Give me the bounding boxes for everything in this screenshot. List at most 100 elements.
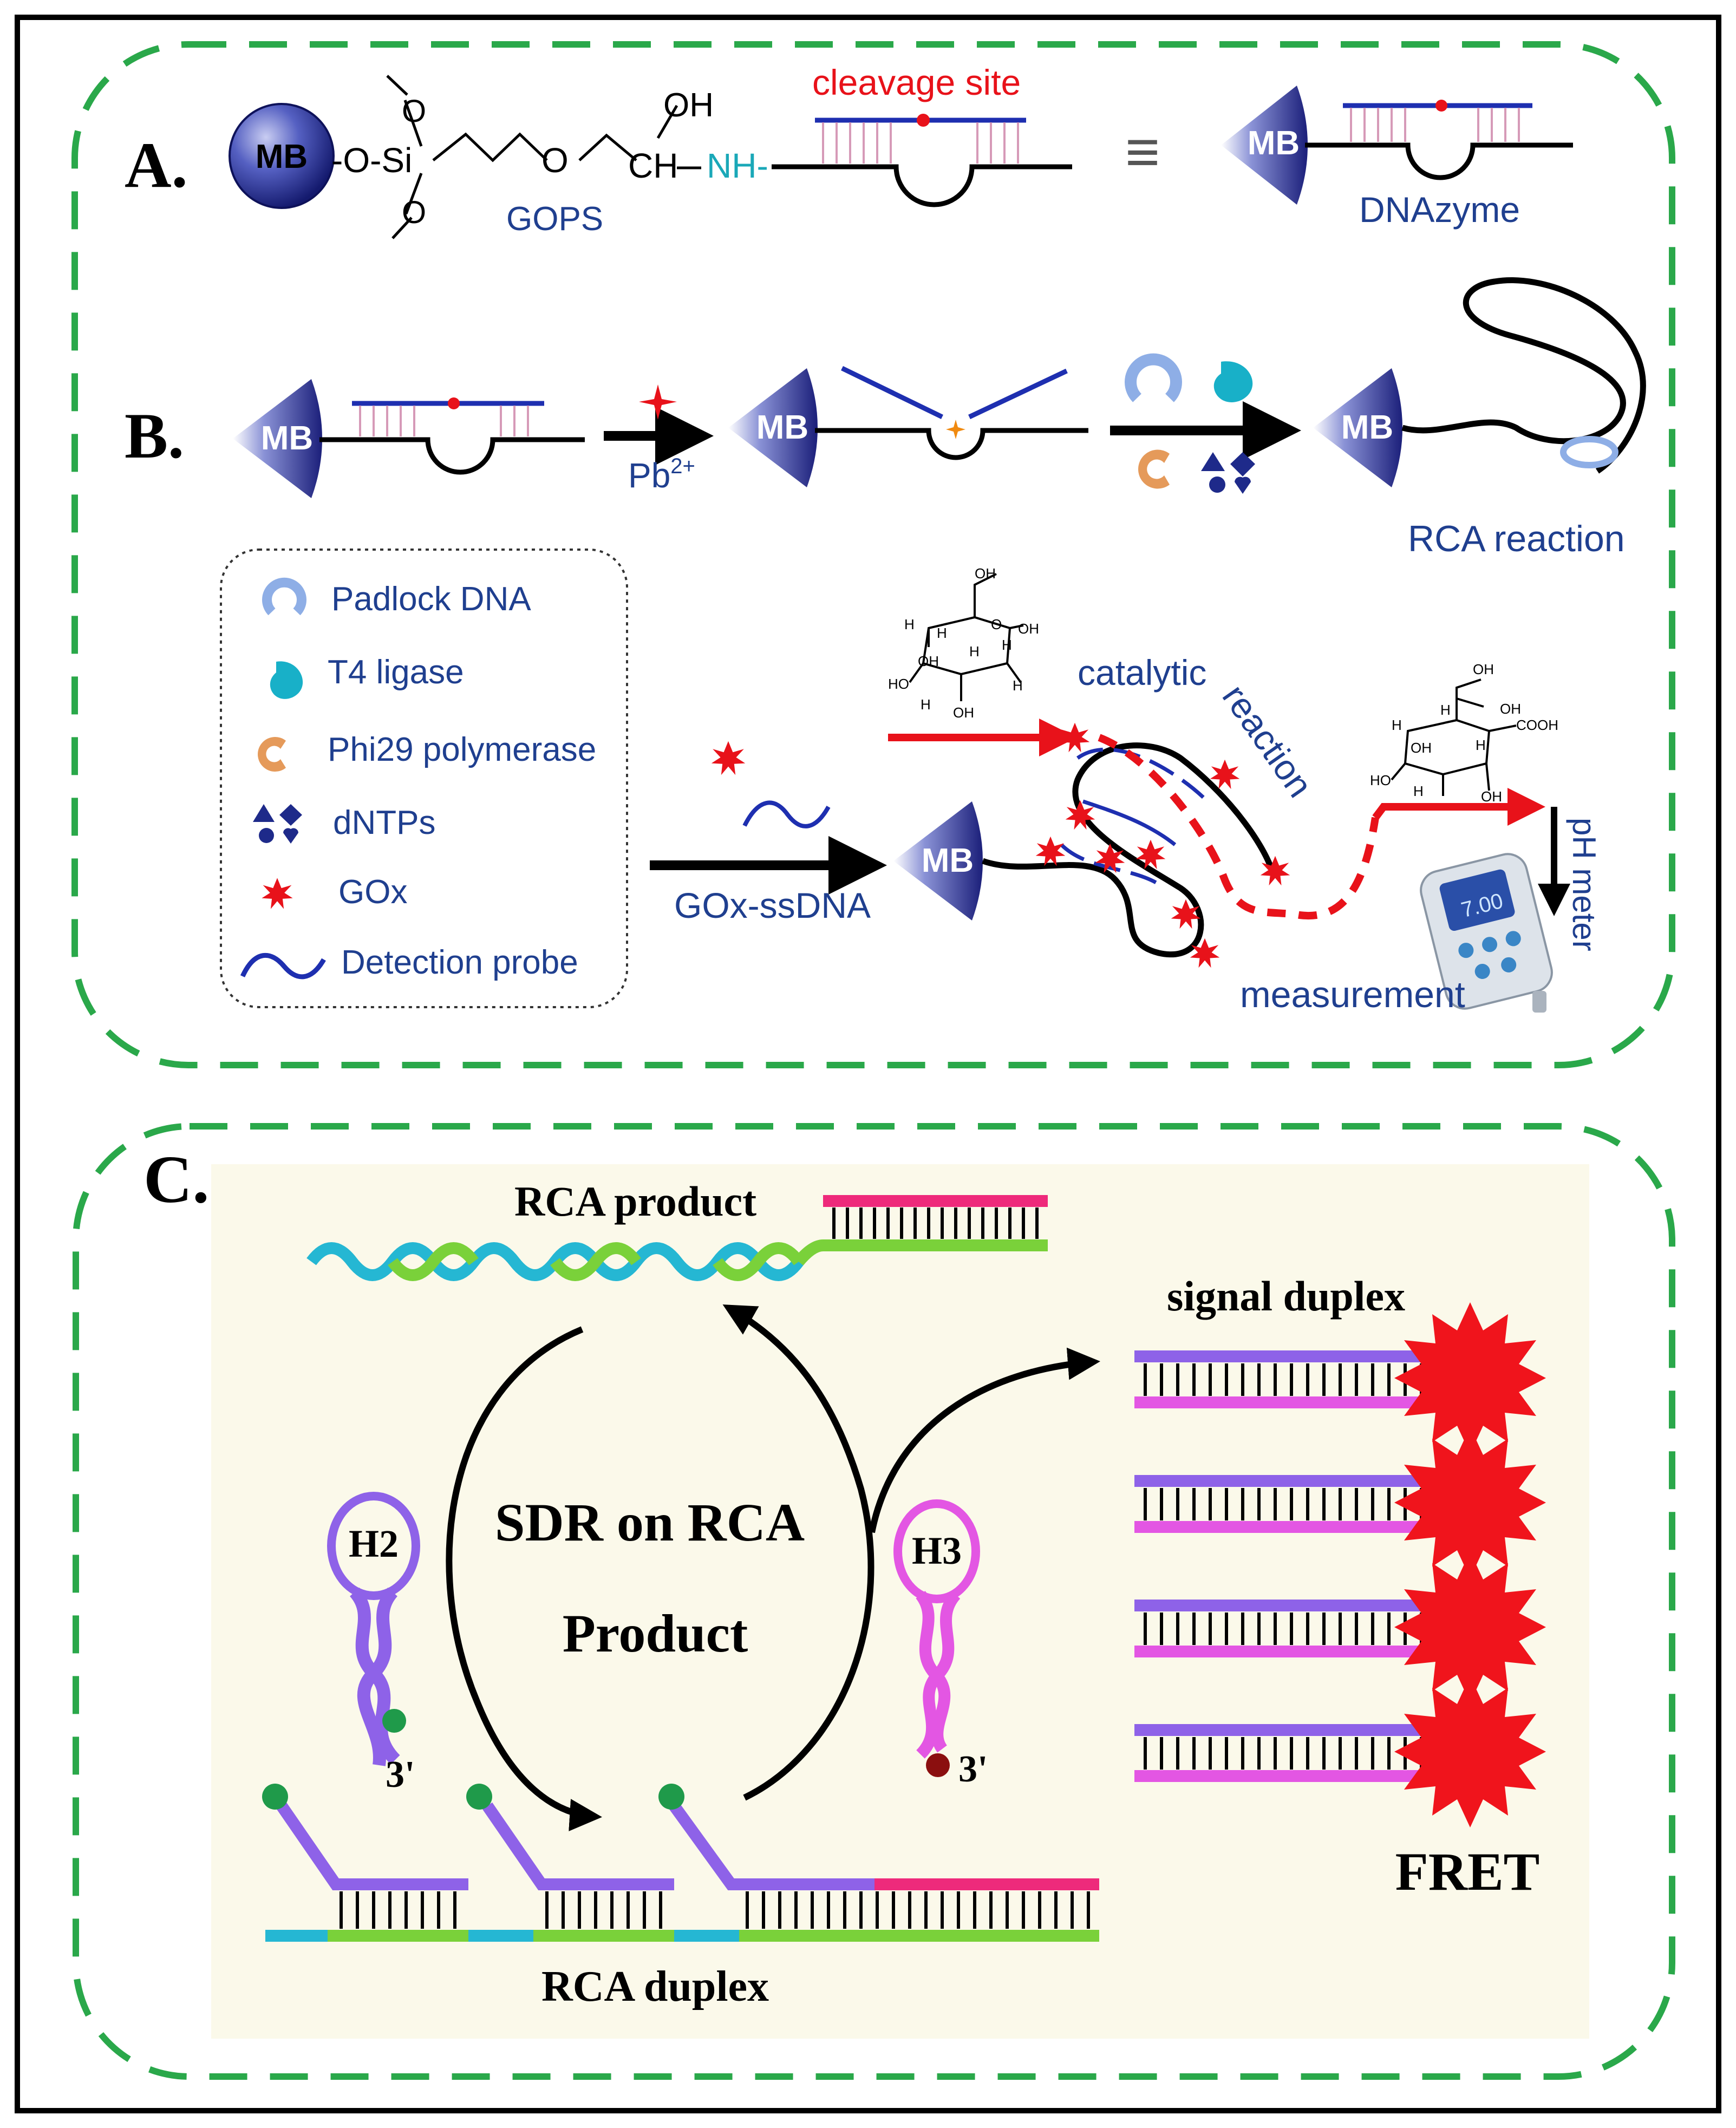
legend-t4-ligase-label: T4 ligase — [328, 654, 464, 691]
legend-t4-ligase-icon — [270, 661, 303, 699]
cleavage-site-label: cleavage site — [812, 62, 1021, 102]
rca-product-strand — [306, 1195, 1048, 1281]
svg-text:HO: HO — [1370, 772, 1391, 788]
svg-text:H: H — [1476, 737, 1486, 753]
mb-wedge-b3: MB — [1313, 368, 1402, 487]
rca-product-coil — [1401, 277, 1646, 474]
svg-text:MB: MB — [1341, 409, 1393, 446]
ssdna-probe — [742, 800, 831, 828]
svg-text:MB: MB — [256, 138, 308, 175]
h3-label: H3 — [912, 1529, 962, 1572]
legend-padlock-icon — [262, 577, 306, 616]
dnazyme-strand-b1 — [319, 397, 585, 475]
legend-gox-label: GOx — [338, 873, 407, 911]
svg-text:H: H — [904, 616, 915, 632]
catalytic-label: catalytic — [1078, 652, 1206, 693]
svg-text:H: H — [1413, 783, 1424, 799]
measurement-label: measurement — [1240, 974, 1465, 1015]
signal-duplex-label: signal duplex — [1167, 1272, 1405, 1320]
h2-hairpin — [327, 1492, 420, 1766]
panel-a-label: A. — [125, 129, 188, 201]
mb-wedge-b1: MB — [233, 379, 322, 498]
legend-dntps-icon — [253, 804, 302, 844]
signal-duplex-4 — [1134, 1676, 1546, 1827]
cleaved-strand-b2 — [815, 365, 1088, 460]
svg-text:OH: OH — [975, 565, 996, 582]
signal-duplex-3 — [1134, 1551, 1546, 1703]
equivalence-symbol: ≡ — [1125, 119, 1160, 185]
panel-ab-border — [71, 41, 1675, 1068]
dnazyme-strand-a — [772, 114, 1072, 207]
svg-text:OH: OH — [1018, 621, 1039, 637]
three-prime-label-h2: 3' — [386, 1754, 415, 1796]
svg-text:OH: OH — [1473, 661, 1494, 677]
red-arrow-out — [1372, 788, 1545, 826]
panel-c-border — [73, 1123, 1675, 2080]
o-si-label: -O-Si — [331, 141, 412, 180]
t4-ligase-icon — [1213, 361, 1253, 403]
legend-phi29-icon — [258, 737, 286, 772]
legend-box — [220, 549, 628, 1008]
h3-hairpin — [893, 1499, 980, 1777]
fret-label: FRET — [1395, 1842, 1540, 1902]
svg-text:OH: OH — [1411, 740, 1432, 756]
o-top-label: O — [402, 94, 426, 129]
svg-text:COOH: COOH — [1516, 717, 1558, 733]
svg-text:MB: MB — [756, 409, 808, 446]
dnazyme-strand-a-right — [1305, 100, 1573, 180]
svg-text:H: H — [969, 643, 980, 660]
gops-label: GOPS — [506, 200, 603, 238]
release-arrow — [869, 1347, 1100, 1533]
arrow-pb — [604, 384, 714, 465]
svg-text:O: O — [991, 616, 1002, 632]
o-bottom-label: O — [402, 195, 426, 230]
svg-text:H: H — [937, 625, 947, 641]
ch-label: CH — [628, 146, 678, 185]
gluconic-acid-structure: OH OH H H OH H COOH HO H OH — [1370, 661, 1558, 805]
svg-text:H: H — [1002, 637, 1012, 653]
signal-duplex-2 — [1134, 1427, 1546, 1578]
cycle-arrow-left — [446, 1326, 602, 1831]
h2-label: H2 — [349, 1522, 399, 1565]
svg-text:MB: MB — [922, 842, 974, 879]
svg-text:OH: OH — [918, 653, 939, 669]
panel-b-label: B. — [125, 400, 184, 472]
gox-ssdna-label: GOx-ssDNA — [674, 885, 871, 925]
sdr-label-line1: SDR on RCA — [495, 1492, 805, 1552]
svg-text:OH: OH — [1481, 788, 1502, 805]
legend-probe-icon — [240, 952, 326, 980]
svg-text:OH: OH — [953, 704, 974, 721]
svg-text:HO: HO — [888, 676, 909, 692]
rca-reaction-label: RCA reaction — [1408, 518, 1625, 559]
red-dashed-path — [1098, 734, 1379, 920]
panel-c-label: C. — [143, 1143, 210, 1217]
svg-text:MB: MB — [261, 420, 313, 457]
three-prime-label-h3: 3' — [958, 1748, 988, 1790]
ph-meter-icon: 7.00 — [1420, 853, 1553, 1013]
o-middle-label: O — [541, 141, 569, 180]
mb-bead: MB — [229, 103, 335, 209]
legend-dntps-label: dNTPs — [333, 804, 435, 841]
legend-probe-label: Detection probe — [341, 944, 578, 981]
signal-duplex-1 — [1134, 1302, 1546, 1454]
legend-padlock-label: Padlock DNA — [331, 580, 531, 618]
oh-label: OH — [663, 87, 714, 124]
cycle-arrow-right — [722, 1304, 874, 1801]
svg-text:MB: MB — [1248, 125, 1300, 162]
svg-text:H: H — [1440, 702, 1451, 718]
svg-text:H: H — [921, 696, 931, 713]
pb-label: Pb2+ — [628, 454, 695, 495]
dntps-icon — [1201, 452, 1255, 494]
gops-linker — [386, 75, 701, 239]
mb-wedge-a: MB — [1221, 86, 1308, 205]
svg-text:OH: OH — [1500, 701, 1521, 717]
svg-text:H: H — [1392, 717, 1402, 733]
sdr-label-line2: Product — [563, 1603, 748, 1663]
glucose-structure: OH O OH H H OH H HO H H H OH — [888, 565, 1039, 721]
phi29-icon — [1138, 449, 1170, 489]
rca-product-label: RCA product — [514, 1178, 756, 1225]
rca-duplex-label: RCA duplex — [541, 1963, 769, 2010]
rca-coil-gox — [982, 722, 1290, 968]
legend-phi29-label: Phi29 polymerase — [328, 731, 596, 768]
